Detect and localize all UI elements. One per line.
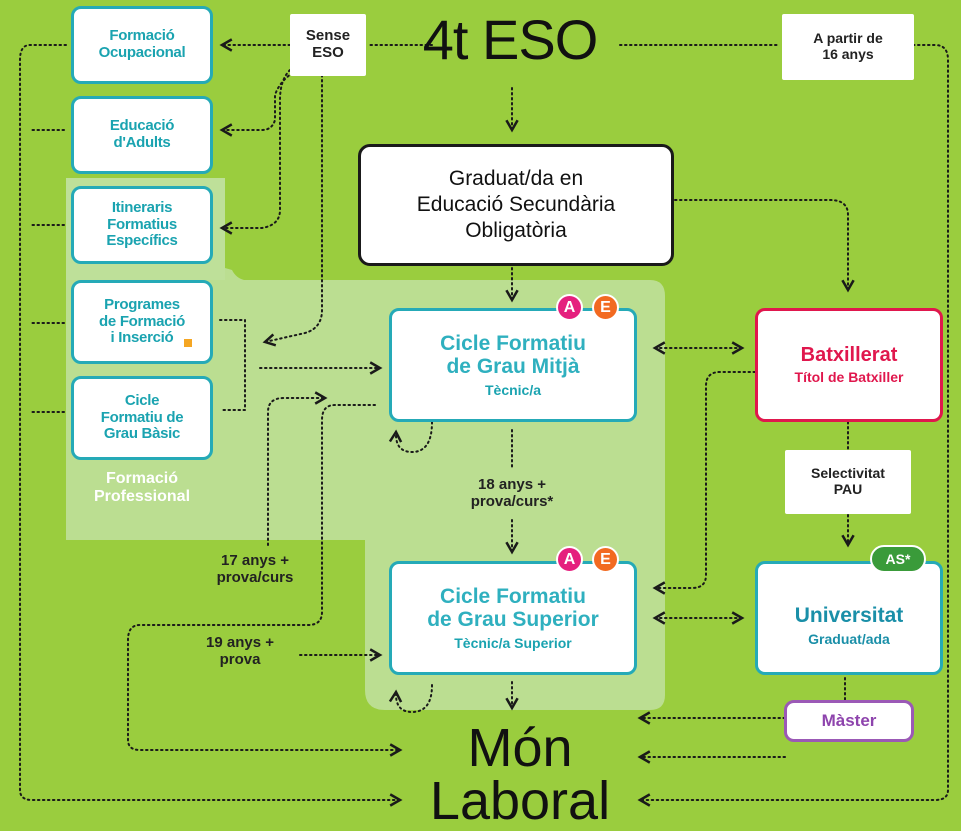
- a-partir-box: A partir de 16 anys: [782, 14, 914, 80]
- selectivitat-box: Selectivitat PAU: [785, 450, 911, 514]
- batxillerat-title: Batxillerat: [800, 343, 898, 366]
- batxillerat-subtitle: Títol de Batxiller: [794, 369, 904, 386]
- master-label: Màster: [821, 711, 877, 731]
- conn-apartir-right: [637, 44, 949, 807]
- conn-17anys: [267, 391, 328, 546]
- educacio-adults-label: Educació d'Adults: [109, 117, 175, 151]
- itineraris-box: Itineraris Formatius Específics: [71, 186, 213, 264]
- conn-sense-edu: [219, 69, 298, 137]
- batxillerat-box: Batxillerat Títol de Batxiller: [755, 308, 943, 422]
- graduat-box: Graduat/da en Educació Secundària Obliga…: [358, 144, 674, 266]
- conn-outer-left: [19, 44, 403, 807]
- cfgs-box: Cicle Formatiu de Grau Superior Tècnic/a…: [389, 561, 637, 675]
- universitat-title: Universitat: [794, 604, 904, 628]
- formacio-ocupacional-box: Formació Ocupacional: [71, 6, 213, 84]
- cfgm-box: Cicle Formatiu de Grau Mitjà Tècnic/a: [389, 308, 637, 422]
- grau-basic-label: Cicle Formatiu de Grau Bàsic: [100, 391, 184, 443]
- square-marker-icon: [184, 339, 192, 347]
- conn-cfgm-left-loop: [127, 404, 403, 757]
- graduat-label: Graduat/da en Educació Secundària Obliga…: [416, 166, 616, 243]
- badge-e-cfgs: E: [592, 546, 619, 573]
- itineraris-label: Itineraris Formatius Específics: [106, 198, 178, 250]
- conn-graduat-batx: [674, 199, 855, 293]
- sense-eso-label: Sense ESO: [305, 27, 351, 61]
- universitat-box: Universitat Graduat/ada: [755, 561, 943, 675]
- conn-prog-cfgm: [219, 319, 246, 411]
- cfgs-subtitle: Tècnic/a Superior: [454, 634, 572, 651]
- page-title: 4t ESO: [422, 8, 599, 71]
- universitat-subtitle: Graduat/ada: [808, 630, 890, 647]
- cfgm-title: Cicle Formatiu de Grau Mitjà: [440, 331, 586, 379]
- master-box: Màster: [784, 700, 914, 742]
- cfgm-subtitle: Tècnic/a: [484, 381, 542, 398]
- formacio-ocupacional-label: Formació Ocupacional: [98, 27, 186, 61]
- mon-laboral-label: Món Laboral: [429, 718, 611, 831]
- age-17-label: 17 anys + prova/curs: [216, 552, 294, 587]
- a-partir-label: A partir de 16 anys: [813, 30, 883, 62]
- educacio-adults-box: Educació d'Adults: [71, 96, 213, 174]
- badge-e-cfgm: E: [592, 294, 619, 321]
- selectivitat-label: Selectivitat PAU: [811, 465, 885, 497]
- sense-eso-box: Sense ESO: [290, 14, 366, 76]
- cfgs-title: Cicle Formatiu de Grau Superior: [427, 584, 599, 632]
- badge-a-cfgm: A: [556, 294, 583, 321]
- formacio-professional-label: Formació Professional: [93, 470, 191, 506]
- programes-box: Programes de Formació i Inserció: [71, 280, 213, 364]
- badge-a-cfgs: A: [556, 546, 583, 573]
- conn-sense-prog: [262, 69, 323, 347]
- mid-age-label: 18 anys + prova/curs*: [470, 476, 554, 511]
- age-19-label: 19 anys + prova: [206, 634, 274, 669]
- conn-cfgm-loop: [388, 421, 433, 454]
- conn-batx-cfgs: [652, 371, 756, 595]
- as-badge: AS*: [870, 545, 926, 573]
- conn-sense-itin: [219, 69, 291, 235]
- grau-basic-box: Cicle Formatiu de Grau Bàsic: [71, 376, 213, 460]
- programes-label: Programes de Formació i Inserció: [99, 295, 185, 347]
